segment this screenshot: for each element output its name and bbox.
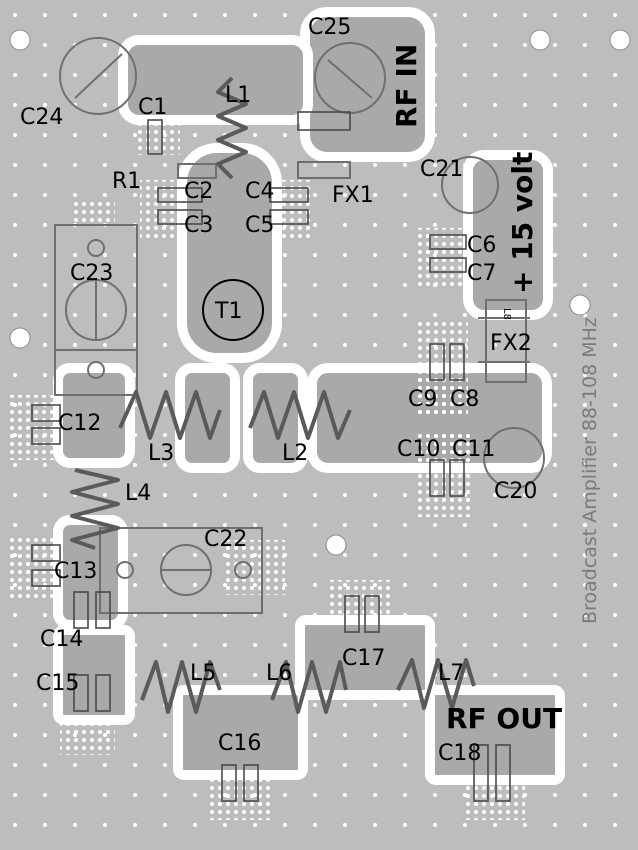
label-c11: C11: [452, 437, 495, 462]
mounting-hole: [529, 29, 551, 51]
label-c21: C21: [420, 157, 463, 182]
mounting-hole: [9, 29, 31, 51]
label-c14: C14: [40, 627, 83, 652]
supply-label: + 15 volt: [506, 152, 539, 294]
label-c3: C3: [184, 213, 213, 238]
smd-pads: [31, 111, 511, 802]
board-title: Broadcast Amplifier 88-108 MHz: [579, 317, 601, 624]
label-c13: C13: [54, 559, 97, 584]
label-c16: C16: [218, 731, 261, 756]
label-c22: C22: [204, 527, 247, 552]
supply-trace: [463, 150, 553, 320]
label-l5: L5: [190, 661, 216, 686]
label-l8: L8: [501, 308, 512, 320]
label-fx2: FX2: [490, 331, 532, 356]
capacitor-c20-body: [483, 427, 545, 489]
label-fx1: FX1: [332, 183, 374, 208]
label-t1: T1: [214, 299, 242, 324]
label-c20: C20: [494, 479, 537, 504]
label-c9: C9: [408, 387, 437, 412]
label-c12: C12: [58, 411, 101, 436]
mounting-hole: [609, 29, 631, 51]
label-l7: L7: [438, 661, 464, 686]
component-labels: C24 C25 C1 L1 R1 C2 C3 C4 C5 FX1 C21 C6 …: [20, 15, 537, 766]
coil-l4: [70, 468, 120, 550]
label-c23: C23: [70, 261, 113, 286]
label-c5: C5: [245, 213, 274, 238]
label-c1: C1: [138, 95, 167, 120]
coil-l3: [118, 390, 222, 440]
trimmer-c22-body: [99, 527, 263, 614]
label-c17: C17: [342, 646, 385, 671]
label-c25: C25: [308, 15, 351, 40]
copper-traces: [53, 7, 565, 785]
coil-l6: [270, 660, 348, 714]
label-c2: C2: [184, 179, 213, 204]
mounting-hole: [569, 294, 591, 316]
label-c10: C10: [397, 437, 440, 462]
component-outlines: [54, 37, 545, 614]
inductor-l8-body: [485, 299, 527, 383]
rf-in-label: RF IN: [390, 44, 423, 128]
label-c6: C6: [467, 233, 496, 258]
mounting-hole: [9, 327, 31, 349]
label-l4: L4: [125, 481, 151, 506]
label-l2: L2: [282, 441, 308, 466]
input-trace: [118, 35, 313, 125]
coil-l5: [140, 660, 222, 714]
label-c24: C24: [20, 105, 63, 130]
label-c4: C4: [245, 179, 274, 204]
label-l6: L6: [266, 661, 292, 686]
label-c7: C7: [467, 261, 496, 286]
inductor-coils: [70, 76, 476, 714]
rf-out-label: RF OUT: [446, 702, 562, 735]
mounting-holes: [9, 29, 631, 556]
label-r1: R1: [112, 169, 141, 194]
transistor-t1-body: [202, 279, 264, 341]
label-c15: C15: [36, 671, 79, 696]
label-l3: L3: [148, 441, 174, 466]
resistor-r1-body: [177, 163, 217, 179]
trimmer-c24-body: [59, 37, 137, 115]
capacitor-c21-body: [441, 156, 499, 214]
mounting-hole: [325, 534, 347, 556]
coil-l7: [396, 658, 476, 710]
ferrite-fx1-body: [297, 161, 351, 179]
coil-l1: [216, 76, 248, 180]
label-l1: L1: [225, 83, 251, 108]
label-c18: C18: [438, 741, 481, 766]
label-c8: C8: [450, 387, 479, 412]
coil-l2: [248, 390, 352, 440]
